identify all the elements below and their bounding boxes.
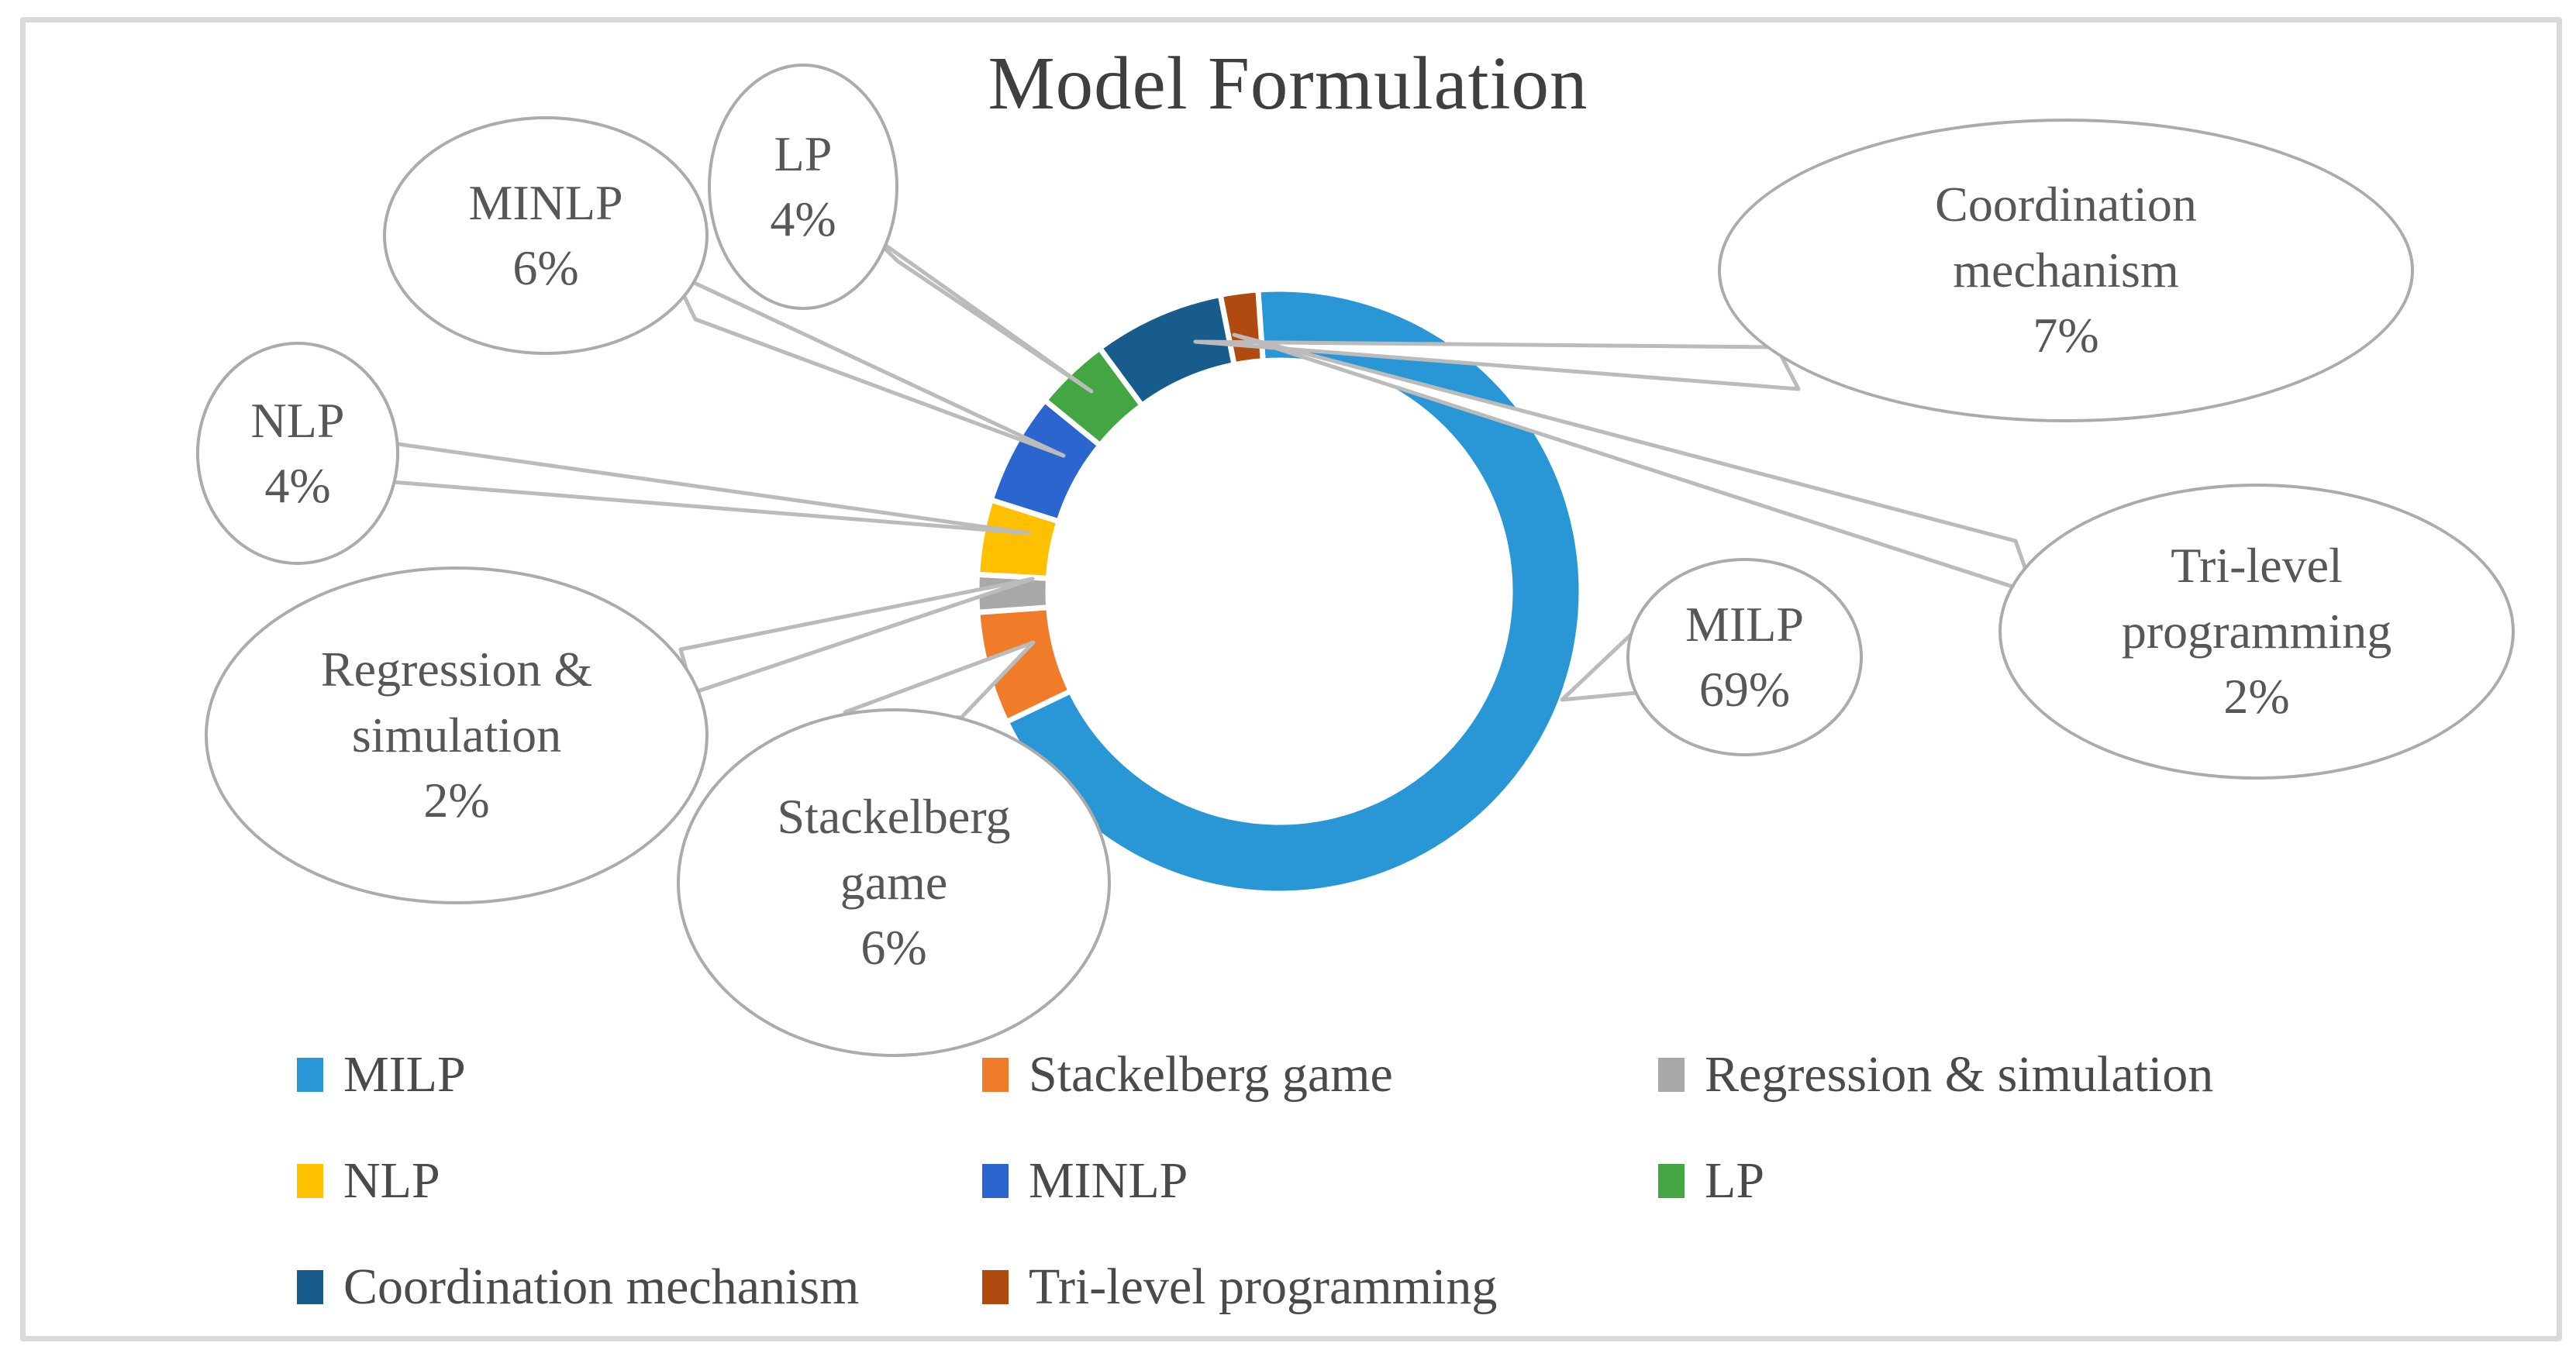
callout-bubble-minlp: MINLP 6% bbox=[383, 116, 709, 355]
legend-item-lp: LP bbox=[1658, 1152, 1765, 1209]
legend-swatch-minlp bbox=[982, 1164, 1009, 1198]
legend-label: MINLP bbox=[1029, 1152, 1188, 1209]
callout-tail-nlp bbox=[390, 441, 1031, 535]
callout-bubble-stackelberg-game: Stackelberg game 6% bbox=[677, 708, 1111, 1057]
legend-item-minlp: MINLP bbox=[982, 1152, 1188, 1209]
legend-label: Stackelberg game bbox=[1029, 1046, 1393, 1103]
callout-tail-coordination bbox=[1193, 339, 1801, 391]
legend-label: Regression & simulation bbox=[1705, 1046, 2214, 1103]
legend-swatch-stackelberg-game bbox=[982, 1058, 1009, 1092]
legend-label: Tri-level programming bbox=[1029, 1258, 1498, 1315]
legend-label: MILP bbox=[343, 1046, 466, 1103]
legend-item-milp: MILP bbox=[297, 1046, 466, 1103]
callout-bubble-coordination-mechanism: Coordination mechanism 7% bbox=[1718, 119, 2414, 422]
callout-percent: 7% bbox=[2033, 308, 2099, 363]
callout-tail-lp bbox=[867, 232, 1094, 394]
callout-bubble-nlp: NLP 4% bbox=[196, 342, 399, 565]
legend-item-stackelberg-game: Stackelberg game bbox=[982, 1046, 1393, 1103]
callout-bubble-lp: LP 4% bbox=[708, 64, 898, 310]
legend-swatch-nlp bbox=[297, 1164, 323, 1198]
legend-swatch-milp bbox=[297, 1058, 323, 1092]
legend-item-trilevel-programming: Tri-level programming bbox=[982, 1258, 1498, 1315]
legend-swatch-trilevel-programming bbox=[982, 1270, 1009, 1304]
callout-label: Stackelberg game bbox=[777, 789, 1011, 910]
callout-label: MILP bbox=[1685, 596, 1804, 652]
callout-label: NLP bbox=[250, 392, 345, 448]
callout-percent: 2% bbox=[2223, 669, 2290, 725]
legend-label: Coordination mechanism bbox=[343, 1258, 860, 1315]
callout-label: Regression & simulation bbox=[320, 642, 593, 763]
legend-swatch-lp bbox=[1658, 1164, 1685, 1198]
chart-title: Model Formulation bbox=[988, 42, 1588, 125]
callout-label: MINLP bbox=[468, 174, 623, 230]
callout-label: LP bbox=[774, 126, 833, 181]
callout-label: Tri-level programming bbox=[2121, 538, 2392, 659]
callout-label: Coordination mechanism bbox=[1935, 177, 2197, 298]
legend-label: NLP bbox=[343, 1152, 440, 1209]
legend-item-nlp: NLP bbox=[297, 1152, 440, 1209]
callout-percent: 4% bbox=[264, 458, 331, 513]
callout-bubble-trilevel-programming: Tri-level programming 2% bbox=[1998, 484, 2515, 780]
callout-tail-minlp bbox=[671, 270, 1066, 458]
legend-swatch-coordination-mechanism bbox=[297, 1270, 323, 1304]
legend-swatch-regression-simulation bbox=[1658, 1058, 1685, 1092]
callout-percent: 69% bbox=[1698, 662, 1791, 717]
callout-bubble-regression-simulation: Regression & simulation 2% bbox=[205, 566, 709, 904]
callout-percent: 6% bbox=[860, 920, 927, 976]
callout-percent: 2% bbox=[423, 773, 490, 828]
legend-item-regression-simulation: Regression & simulation bbox=[1658, 1046, 2214, 1103]
donut-ring bbox=[974, 286, 1585, 897]
callout-bubble-milp: MILP 69% bbox=[1626, 558, 1863, 756]
legend-label: LP bbox=[1705, 1152, 1765, 1209]
callout-percent: 4% bbox=[770, 191, 836, 246]
callout-percent: 6% bbox=[512, 240, 579, 295]
legend-item-coordination-mechanism: Coordination mechanism bbox=[297, 1258, 860, 1315]
